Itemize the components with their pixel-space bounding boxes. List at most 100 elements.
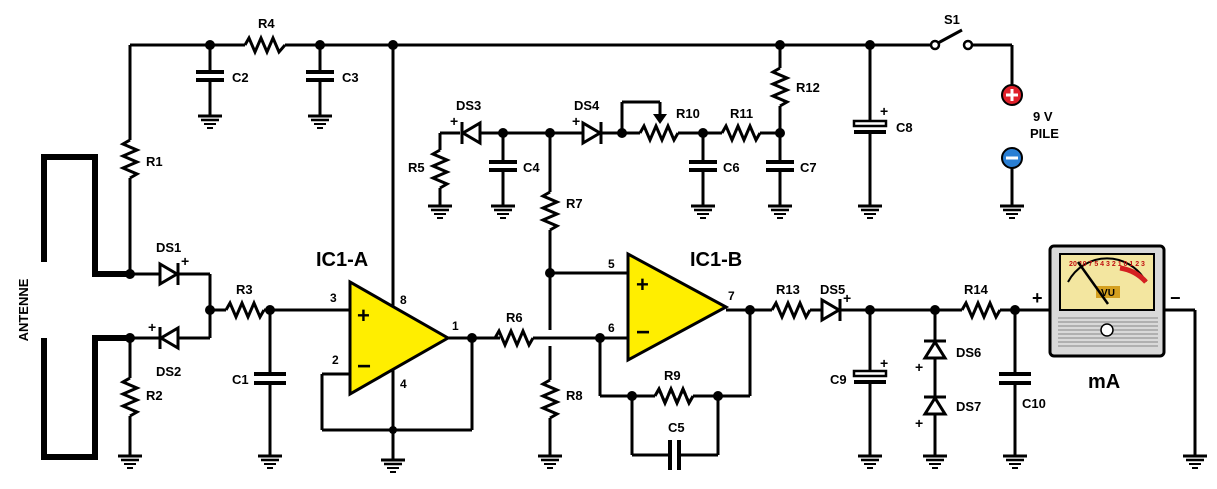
c2-label: C2 [232, 70, 249, 85]
vu-meter: + − VU 20 10 7 5 4 3 2 1 0 1 2 3 mA [1032, 244, 1209, 470]
switch-s1: S1 [929, 12, 974, 51]
ic1a-plus-sign: + [357, 303, 370, 328]
ic1a-pin2: 2 [332, 353, 339, 367]
resistor-r13: R13 [770, 282, 822, 321]
r3-label: R3 [236, 282, 253, 297]
opamp-ic1a: + − IC1-A 3 2 1 8 4 [316, 45, 500, 474]
capacitor-c8: + C8 [852, 45, 913, 220]
meter-minus: − [1170, 288, 1181, 308]
c9-plus: + [880, 355, 888, 371]
resistor-r12: R12 [769, 45, 820, 133]
c4-label: C4 [523, 160, 540, 175]
capacitor-c1: C1 [232, 310, 286, 470]
r7-label: R7 [566, 196, 583, 211]
resistor-r1: R1 [119, 138, 163, 279]
ds6-plus: + [915, 359, 923, 375]
c1-label: C1 [232, 372, 249, 387]
ic1b-pin7: 7 [728, 289, 735, 303]
battery-pile: PILE [1030, 126, 1059, 141]
ds4-plus: + [572, 113, 580, 129]
antenna: ANTENNE [16, 154, 130, 460]
capacitor-c10: C10 [999, 310, 1046, 470]
capacitor-c6: C6 [689, 133, 740, 220]
diode-ds1: + DS1 [130, 240, 210, 287]
diode-junction [205, 274, 226, 338]
ic1a-pin1: 1 [452, 319, 459, 333]
resistor-r14: R14 [960, 282, 1050, 321]
resistor-r3: R3 [224, 282, 350, 321]
diode-ds7: + DS7 [915, 395, 981, 470]
ds7-label: DS7 [956, 399, 981, 414]
diode-ds3: + DS3 [440, 98, 572, 146]
resistor-r2: R2 [116, 333, 163, 470]
c10-label: C10 [1022, 396, 1046, 411]
meter-plus: + [1032, 288, 1043, 308]
ds1-label: DS1 [156, 240, 181, 255]
resistor-r7: R7 [539, 133, 583, 330]
capacitor-c4: C4 [489, 133, 540, 220]
ic1a-pin4: 4 [400, 377, 407, 391]
diode-ds5: + DS5 [820, 282, 962, 323]
ds6-label: DS6 [956, 345, 981, 360]
ic1b-pin5: 5 [608, 257, 615, 271]
resistor-r6: R6 [493, 310, 600, 349]
ic1b-minus-sign: − [636, 319, 650, 346]
capacitor-c2: C2 [196, 45, 249, 130]
ds2-plus: + [148, 319, 156, 335]
c8-label: C8 [896, 120, 913, 135]
ds3-plus: + [450, 113, 458, 129]
c5-label: C5 [668, 420, 685, 435]
opamp-ic1b: + − IC1-B 5 6 7 [595, 249, 772, 398]
r14-label: R14 [964, 282, 989, 297]
c7-label: C7 [800, 160, 817, 175]
r9-label: R9 [664, 368, 681, 383]
ds4-label: DS4 [574, 98, 600, 113]
capacitor-c3: C3 [306, 45, 359, 130]
r4-label: R4 [258, 16, 275, 31]
capacitor-c5: C5 [630, 396, 720, 470]
c9-label: C9 [830, 372, 847, 387]
r12-label: R12 [796, 80, 820, 95]
ic1a-label: IC1-A [316, 249, 368, 271]
diode-ds4: + DS4 [572, 98, 640, 146]
s1-label: S1 [944, 12, 960, 27]
r2-label: R2 [146, 388, 163, 403]
r5-label: R5 [408, 160, 425, 175]
ds7-plus: + [915, 415, 923, 431]
r8-label: R8 [566, 388, 583, 403]
diode-ds6: + DS6 [915, 310, 981, 396]
ds2-label: DS2 [156, 364, 181, 379]
ds5-label: DS5 [820, 282, 845, 297]
resistor-r8: R8 [536, 346, 583, 470]
r1-label: R1 [146, 154, 163, 169]
ds5-plus: + [843, 290, 851, 306]
diode-ds2: + DS2 [130, 319, 210, 379]
resistor-r11: R11 [720, 106, 785, 144]
r13-label: R13 [776, 282, 800, 297]
capacitor-c9: + C9 [830, 310, 888, 470]
battery-voltage: 9 V [1033, 109, 1053, 124]
battery-9v: 9 V PILE [998, 84, 1059, 220]
ic1b-plus-sign: + [636, 272, 649, 297]
ds1-plus: + [181, 253, 189, 269]
capacitor-c7: C7 [766, 133, 817, 220]
ic1a-pin3: 3 [330, 291, 337, 305]
c8-plus: + [880, 103, 888, 119]
meter-vu-label: VU [1101, 288, 1115, 299]
r10-label: R10 [676, 106, 700, 121]
meter-label: mA [1088, 371, 1120, 393]
c3-label: C3 [342, 70, 359, 85]
resistor-r4: R4 [243, 16, 287, 56]
ic1b-pin6: 6 [608, 321, 615, 335]
c6-label: C6 [723, 160, 740, 175]
resistor-r9: R9 [627, 368, 723, 407]
ds3-label: DS3 [456, 98, 481, 113]
ic1a-pin8: 8 [400, 293, 407, 307]
r11-label: R11 [730, 106, 753, 121]
resistor-r5: R5 [408, 133, 454, 220]
antenna-label: ANTENNE [16, 278, 31, 341]
ic1b-label: IC1-B [690, 249, 742, 271]
r6-label: R6 [506, 310, 523, 325]
potentiometer-r10: R10 [620, 100, 722, 144]
